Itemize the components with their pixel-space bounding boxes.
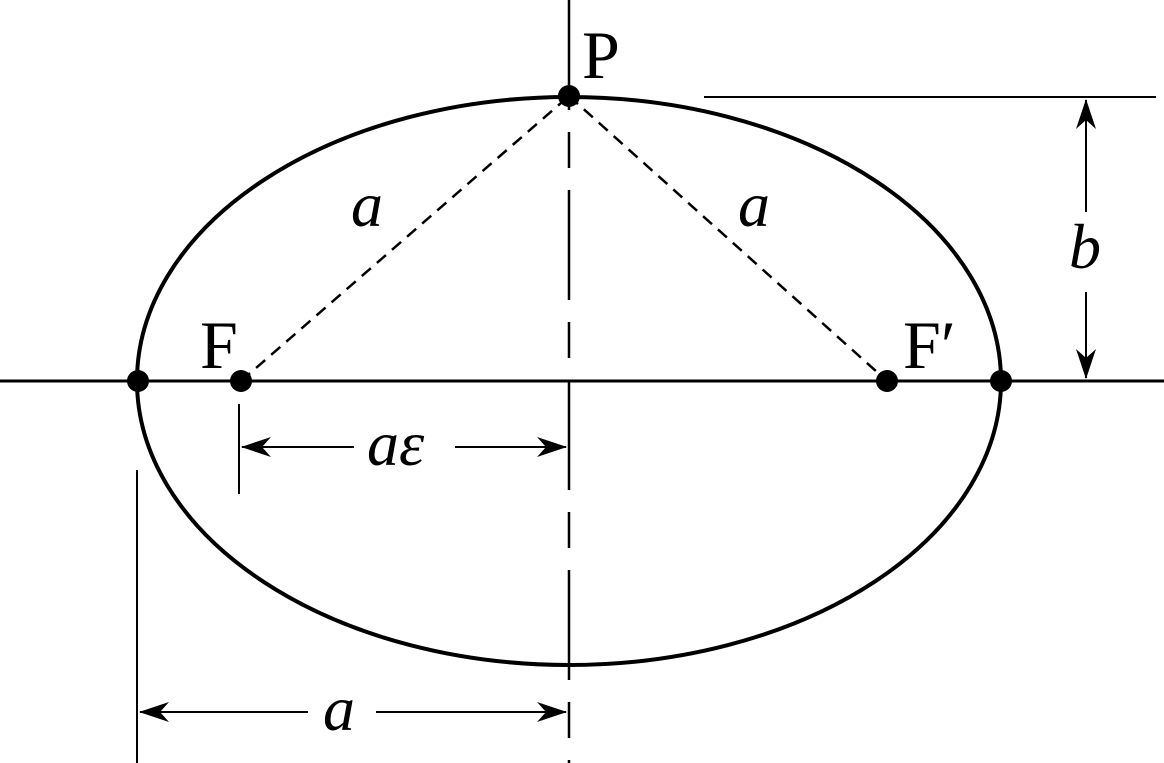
label-focal-offset: aε — [367, 408, 425, 479]
point-f-prime-dot — [876, 370, 898, 392]
right-vertex-dot — [990, 370, 1012, 392]
point-p-dot — [558, 85, 580, 107]
label-pf-prime-distance: a — [738, 169, 770, 240]
label-p: P — [582, 17, 620, 93]
label-f: F — [200, 307, 238, 383]
label-pf-distance: a — [351, 169, 383, 240]
focal-line-p-to-f-prime — [568, 95, 888, 382]
label-f-prime: F′ — [903, 307, 956, 383]
focal-line-f-to-p — [240, 95, 570, 382]
label-semi-minor: b — [1069, 211, 1101, 282]
point-f-dot — [230, 370, 252, 392]
label-semi-major: a — [323, 673, 355, 744]
left-vertex-dot — [127, 370, 149, 392]
